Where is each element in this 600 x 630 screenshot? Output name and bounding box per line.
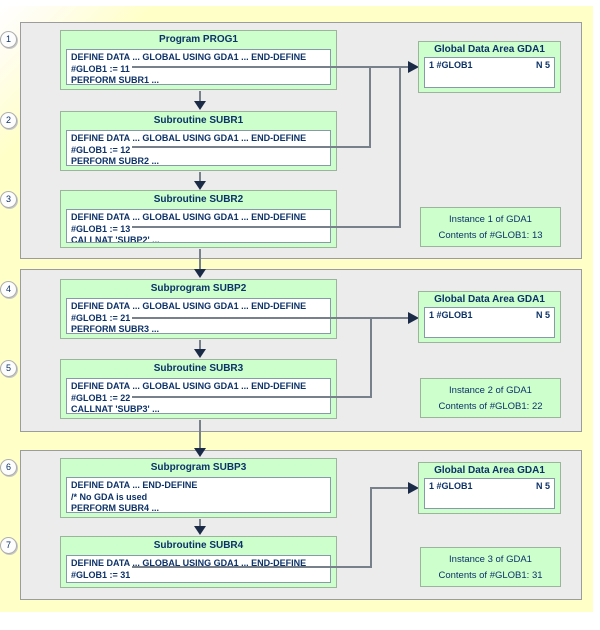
instance-contents: Contents of #GLOB1: 31 (438, 570, 543, 581)
instance-title: Instance 3 of GDA1 (449, 554, 532, 565)
code-line: #GLOB1 := 12 (71, 144, 131, 155)
gda-field-format: N 5 (535, 60, 550, 70)
flow-line (199, 340, 201, 350)
code-line: PERFORM SUBR1 ... (71, 75, 160, 85)
flow-line (199, 91, 201, 102)
connector-line (132, 566, 372, 568)
code-line: DEFINE DATA ... GLOBAL USING GDA1 ... EN… (71, 558, 307, 568)
connector-line (132, 317, 408, 319)
gda-field-row: 1 #GLOB1 N 5 (424, 57, 555, 88)
gda-field-name: 1 #GLOB1 (429, 310, 473, 320)
arrow-down-icon (194, 181, 206, 190)
program-box-subp2: Subprogram SUBP2 DEFINE DATA ... GLOBAL … (60, 279, 337, 339)
connector-line (370, 488, 372, 568)
gda-field-name: 1 #GLOB1 (429, 481, 473, 491)
program-box-title: Program PROG1 (159, 34, 238, 45)
connector-line (369, 67, 371, 148)
code-line: #GLOB1 := 22 (71, 392, 131, 403)
gda-box-3: Global Data Area GDA1 1 #GLOB1 N 5 (418, 462, 561, 514)
code-line: DEFINE DATA ... GLOBAL USING GDA1 ... EN… (71, 212, 307, 222)
connector-line (132, 226, 401, 228)
instance-box-2: Instance 2 of GDA1 Contents of #GLOB1: 2… (420, 378, 561, 418)
gda-field-format: N 5 (535, 310, 550, 320)
program-box-subr1: Subroutine SUBR1 DEFINE DATA ... GLOBAL … (60, 111, 337, 171)
gda-box-title: Global Data Area GDA1 (434, 294, 545, 305)
program-box-subp3: Subprogram SUBP3 DEFINE DATA ... END-DEF… (60, 458, 337, 518)
instance-contents: Contents of #GLOB1: 13 (438, 230, 543, 241)
program-box-title: Subroutine SUBR1 (153, 115, 244, 126)
arrow-down-icon (194, 448, 206, 457)
flow-line (199, 420, 201, 449)
program-box-prog1: Program PROG1 DEFINE DATA ... GLOBAL USI… (60, 30, 337, 90)
code-line: DEFINE DATA ... GLOBAL USING GDA1 ... EN… (71, 52, 307, 62)
step-marker-6: 6 (0, 459, 17, 476)
code-line: #GLOB1 := 11 (71, 63, 130, 74)
step-marker-3: 3 (0, 191, 17, 208)
arrow-down-icon (194, 526, 206, 535)
program-box-subr4: Subroutine SUBR4 DEFINE DATA ... GLOBAL … (60, 536, 337, 588)
program-box-title: Subroutine SUBR3 (153, 363, 244, 374)
code-line: DEFINE DATA ... GLOBAL USING GDA1 ... EN… (71, 301, 307, 311)
code-line: PERFORM SUBR3 ... (71, 324, 160, 334)
instance-box-3: Instance 3 of GDA1 Contents of #GLOB1: 3… (420, 547, 561, 587)
gda-box-1: Global Data Area GDA1 1 #GLOB1 N 5 (418, 41, 561, 93)
code-line: #GLOB1 := 21 (71, 312, 131, 323)
code-line: PERFORM SUBR2 ... (71, 156, 160, 166)
connector-line (132, 66, 408, 68)
arrow-right-icon (408, 482, 419, 494)
gda-box-title: Global Data Area GDA1 (434, 465, 545, 476)
arrow-down-icon (194, 269, 206, 278)
gda-box-title: Global Data Area GDA1 (434, 44, 545, 55)
code-line: DEFINE DATA ... GLOBAL USING GDA1 ... EN… (71, 133, 307, 143)
gda-field-name: 1 #GLOB1 (429, 60, 473, 70)
connector-line (132, 396, 372, 398)
step-marker-1: 1 (0, 31, 17, 48)
program-box-title: Subprogram SUBP3 (150, 462, 247, 473)
code-line: /* No GDA is used (71, 491, 148, 502)
instance-title: Instance 2 of GDA1 (449, 385, 532, 396)
step-marker-7: 7 (0, 537, 17, 554)
program-box-subr3: Subroutine SUBR3 DEFINE DATA ... GLOBAL … (60, 359, 337, 419)
program-box-code: DEFINE DATA ... GLOBAL USING GDA1 ... EN… (66, 555, 331, 583)
connector-line (399, 67, 401, 228)
program-box-subr2: Subroutine SUBR2 DEFINE DATA ... GLOBAL … (60, 190, 337, 248)
step-marker-2: 2 (0, 112, 17, 129)
program-box-title: Subprogram SUBP2 (150, 283, 247, 294)
arrow-right-icon (408, 312, 419, 324)
gda-field-row: 1 #GLOB1 N 5 (424, 307, 555, 338)
code-line: DEFINE DATA ... END-DEFINE (71, 480, 198, 490)
instance-box-1: Instance 1 of GDA1 Contents of #GLOB1: 1… (420, 207, 561, 247)
flow-line (199, 519, 201, 527)
program-box-code: DEFINE DATA ... END-DEFINE /* No GDA is … (66, 477, 331, 513)
arrow-down-icon (194, 101, 206, 110)
connector-line (370, 318, 372, 398)
program-box-code: DEFINE DATA ... GLOBAL USING GDA1 ... EN… (66, 298, 331, 334)
code-line: CALLNAT 'SUBP3' ... (71, 404, 160, 414)
step-marker-4: 4 (0, 281, 17, 298)
program-box-title: Subroutine SUBR4 (153, 540, 244, 551)
connector-line (132, 146, 371, 148)
instance-contents: Contents of #GLOB1: 22 (438, 401, 543, 412)
gda-field-format: N 5 (535, 481, 550, 491)
arrow-right-icon (408, 61, 419, 73)
code-line: PERFORM SUBR4 ... (71, 503, 160, 513)
step-marker-5: 5 (0, 360, 17, 377)
flow-line (199, 172, 201, 182)
gda-field-row: 1 #GLOB1 N 5 (424, 478, 555, 509)
code-line: CALLNAT 'SUBP2' ... (71, 235, 160, 243)
code-line: DEFINE DATA ... GLOBAL USING GDA1 ... EN… (71, 381, 307, 391)
flow-line (199, 249, 201, 270)
arrow-down-icon (194, 349, 206, 358)
program-box-code: DEFINE DATA ... GLOBAL USING GDA1 ... EN… (66, 130, 331, 166)
code-line: #GLOB1 := 13 (71, 223, 131, 234)
connector-line (370, 487, 408, 489)
program-box-title: Subroutine SUBR2 (153, 194, 244, 205)
code-line: #GLOB1 := 31 (71, 569, 131, 580)
gda-box-2: Global Data Area GDA1 1 #GLOB1 N 5 (418, 291, 561, 343)
instance-title: Instance 1 of GDA1 (449, 214, 532, 225)
